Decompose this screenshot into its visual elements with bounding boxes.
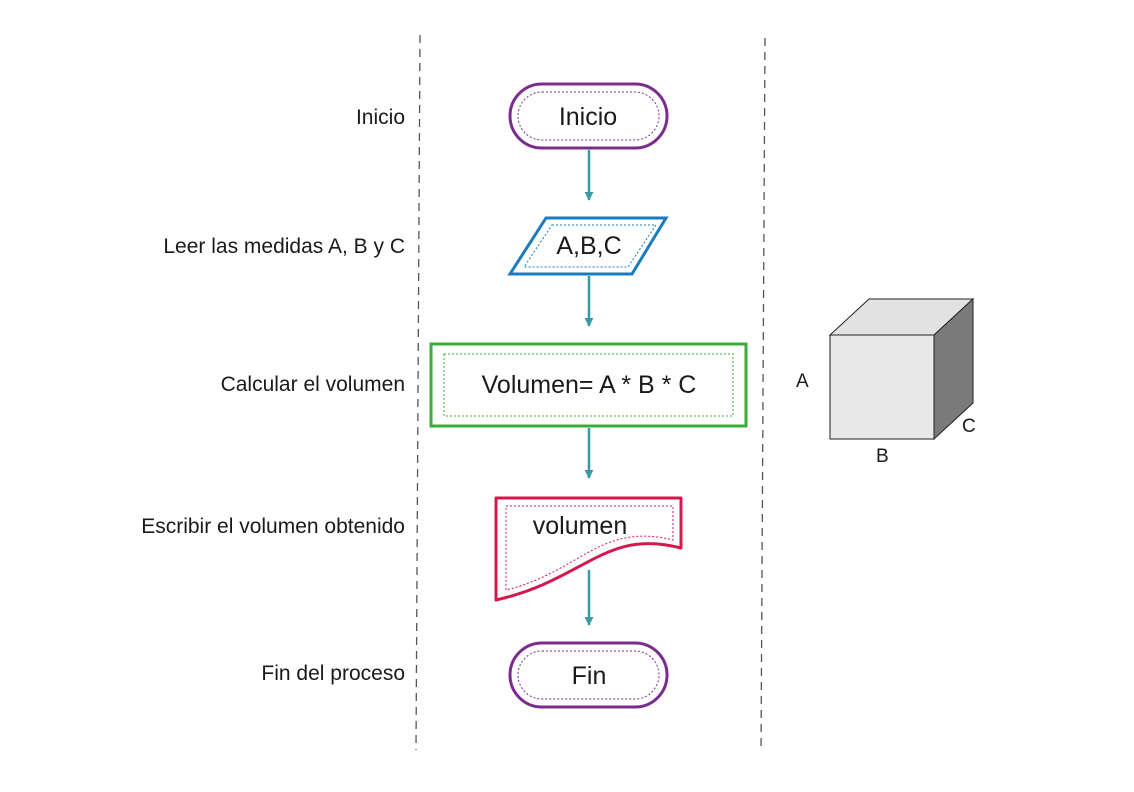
step-label-write: Escribir el volumen obtenido <box>141 515 405 538</box>
cube-front-face <box>829 334 935 440</box>
start-terminal-text: Inicio <box>559 103 617 131</box>
cube-illustration <box>828 297 975 441</box>
process-box: Volumen= A * B * C <box>429 342 748 428</box>
left-divider <box>415 34 421 751</box>
cube-label-a: A <box>796 371 809 392</box>
input-parallelogram: A,B,C <box>507 216 669 276</box>
cube-label-c: C <box>962 416 976 437</box>
step-label-end: Fin del proceso <box>261 662 405 685</box>
start-terminal: Inicio <box>508 82 669 150</box>
end-terminal: Fin <box>508 641 669 709</box>
cube-label-b: B <box>876 446 889 467</box>
output-document-text: volumen <box>533 512 628 540</box>
step-label-calculate: Calcular el volumen <box>221 373 405 396</box>
process-box-text: Volumen= A * B * C <box>482 371 697 399</box>
end-terminal-text: Fin <box>572 662 607 690</box>
step-label-read: Leer las medidas A, B y C <box>163 235 405 258</box>
output-document: volumen <box>494 496 683 602</box>
input-parallelogram-text: A,B,C <box>556 232 621 260</box>
right-divider <box>760 37 766 753</box>
step-label-start: Inicio <box>356 106 405 129</box>
